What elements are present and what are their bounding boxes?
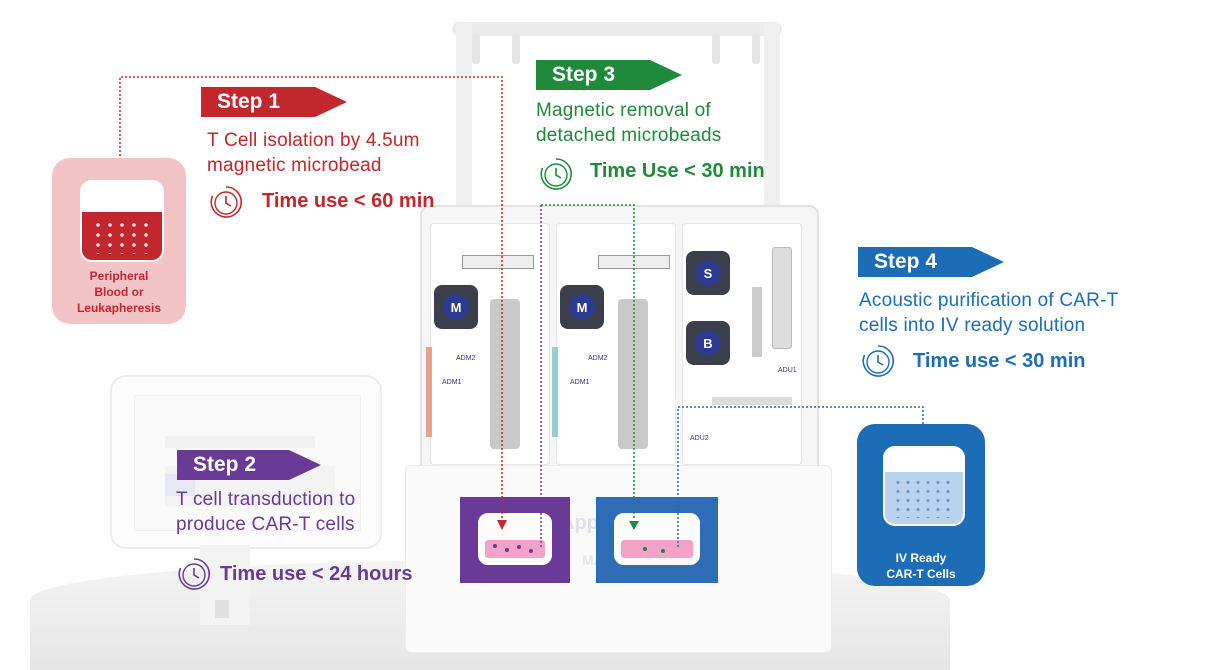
step4-label: Step 4 [858, 247, 1004, 277]
flow-arrow-step1 [497, 520, 507, 530]
adu2-label: ADU2 [690, 435, 709, 442]
step3-time: Time Use < 30 min [590, 160, 765, 182]
source-bag-card: Peripheral Blood or Leukapheresis [52, 158, 186, 324]
bead-module: B [686, 321, 730, 365]
magnet-label: M [443, 294, 469, 320]
clock-icon [178, 558, 210, 590]
step2-description: T cell transduction to produce CAR-T cel… [176, 489, 356, 535]
magnet-module-1: M [434, 285, 478, 329]
step4-description: Acoustic purification of CAR-T cells int… [859, 290, 1119, 336]
module-label: B [695, 330, 721, 356]
output-bag-label: IV Ready CAR-T Cells [886, 551, 956, 581]
bead-removal-cartridge-frame [596, 497, 718, 583]
adm2-label: ADM2 [456, 355, 476, 362]
iv-bag [883, 446, 965, 526]
bead-removal-cartridge [614, 513, 700, 565]
step4-time: Time use < 30 min [913, 350, 1086, 372]
transduction-cartridge [478, 513, 552, 565]
step1-time: Time use < 60 min [262, 190, 435, 212]
cell-processing-machine: M M S B ADM2 ADM1 ADM2 ADM1 ADU1 ADU2 [420, 205, 819, 474]
step1-description: T Cell isolation by 4.5um magnetic micro… [207, 130, 420, 176]
step2-time: Time use < 24 hours [220, 563, 413, 585]
source-bag-label: Peripheral Blood or Leukapheresis [76, 269, 162, 315]
cartridge-track-1 [490, 299, 520, 449]
adu1-label: ADU1 [778, 367, 797, 374]
flow-arrow-step3 [629, 521, 639, 530]
adm1-label: ADM1 [442, 379, 462, 386]
step1-label: Step 1 [201, 87, 347, 117]
adm1-label: ADM1 [570, 379, 590, 386]
flow-line-step1 [119, 76, 503, 520]
module-label: S [695, 260, 721, 286]
tablet-stand-foot [215, 600, 229, 618]
step3-description: Magnetic removal of detached microbeads [536, 100, 722, 146]
transduction-cartridge-frame [460, 497, 570, 583]
adm2-label: ADM2 [588, 355, 608, 362]
clock-icon [862, 345, 894, 377]
magnet-module-2: M [560, 285, 604, 329]
output-bag-card: IV Ready CAR-T Cells [857, 424, 985, 586]
flow-line-step3 [541, 204, 635, 520]
separation-module: S [686, 251, 730, 295]
magnet-label: M [569, 294, 595, 320]
blood-bag [80, 180, 164, 262]
clock-icon [210, 186, 242, 218]
clock-icon [540, 158, 572, 190]
step3-label: Step 3 [536, 60, 682, 90]
step2-label: Step 2 [177, 450, 321, 480]
cartridge-track-2 [618, 299, 648, 449]
hanging-rack [452, 22, 782, 242]
